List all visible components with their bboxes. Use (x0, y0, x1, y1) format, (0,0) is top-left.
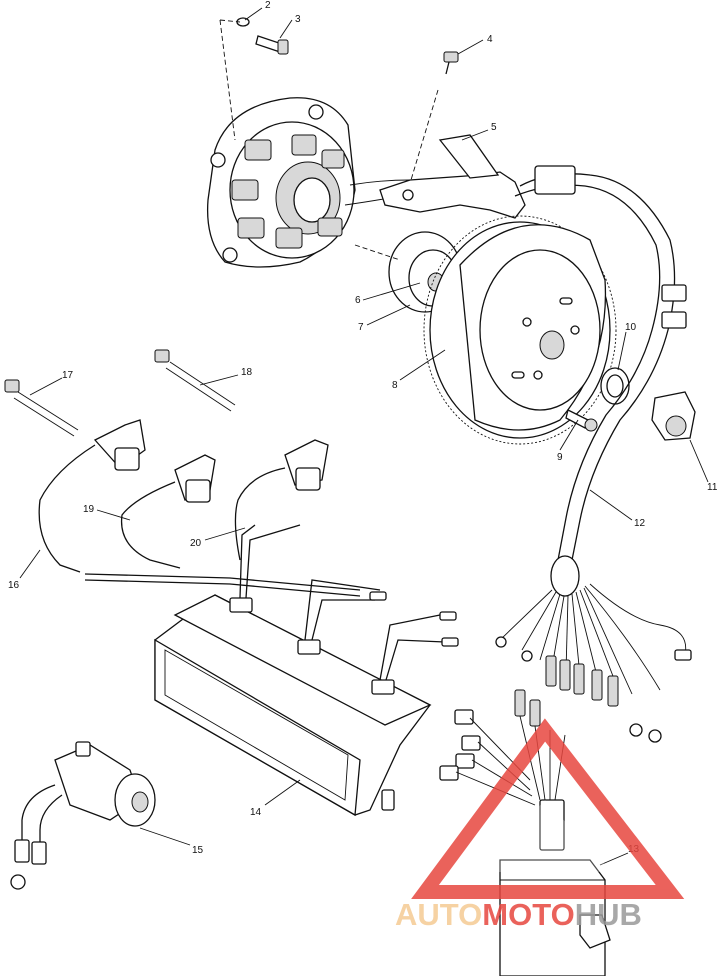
callout-11: 11 (707, 482, 718, 493)
callout-17: 17 (62, 370, 74, 381)
watermark: AUTOMOTOHUB (395, 718, 685, 932)
callout-12: 12 (634, 518, 646, 529)
washer-and-screw (219, 17, 289, 141)
watermark-part-hub: HUB (575, 897, 642, 932)
watermark-part-moto: MOTO (482, 897, 574, 932)
callout-9: 9 (557, 452, 563, 463)
callout-8: 8 (392, 380, 398, 391)
leader-lines (19, 7, 709, 866)
wire-harness (495, 165, 692, 743)
callout-6: 6 (355, 295, 361, 306)
starter-solenoid (10, 741, 156, 890)
callout-5: 5 (491, 122, 497, 133)
callout-20: 20 (190, 538, 202, 549)
cdi-module (154, 524, 459, 817)
bracket-and-screw (379, 51, 526, 219)
stator-assembly (206, 97, 411, 268)
callout-19: 19 (83, 504, 95, 515)
callout-2: 2 (265, 0, 271, 11)
watermark-part-auto: AUTO (395, 897, 482, 932)
callout-15: 15 (192, 845, 204, 856)
callout-10: 10 (625, 322, 637, 333)
callout-14: 14 (250, 807, 262, 818)
connector-cap (651, 391, 696, 441)
callout-3: 3 (295, 14, 301, 25)
watermark-text: AUTOMOTOHUB (395, 897, 642, 932)
callout-4: 4 (487, 34, 493, 45)
flywheel (423, 215, 617, 445)
ignition-coil-leads (4, 349, 361, 597)
callout-16: 16 (8, 580, 20, 591)
callout-7: 7 (358, 322, 364, 333)
callout-18: 18 (241, 367, 253, 378)
watermark-triangle-logo (411, 718, 685, 899)
